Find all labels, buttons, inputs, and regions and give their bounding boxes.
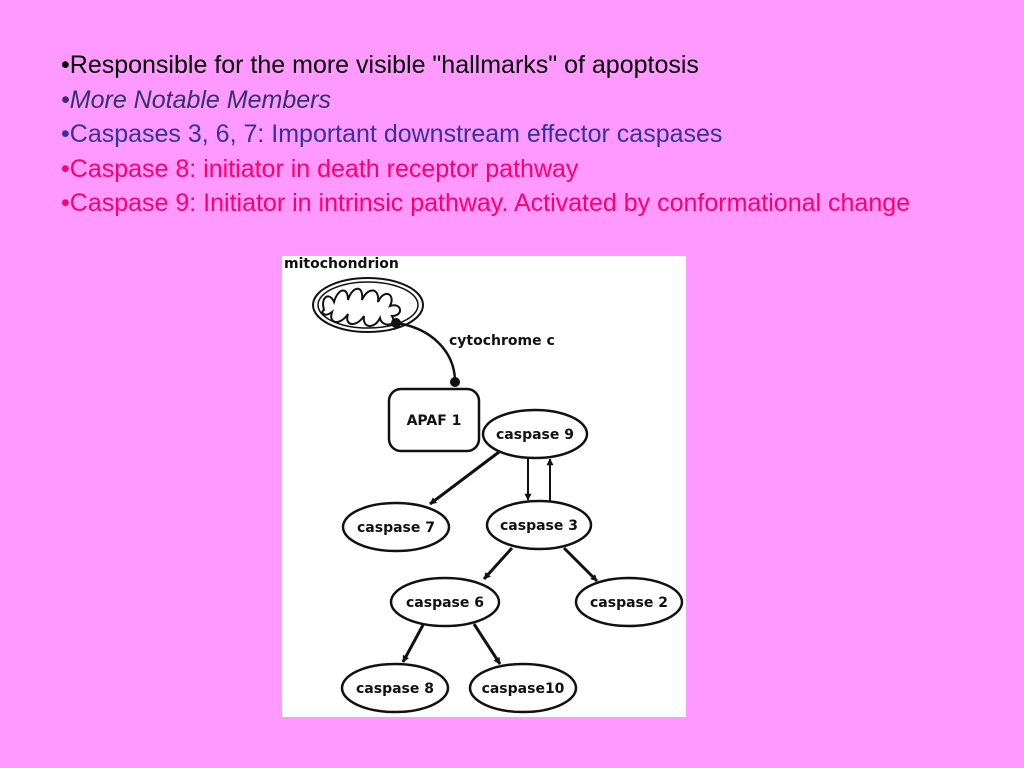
bullet-text: More Notable Members bbox=[69, 85, 331, 114]
arrow-casp6-to-casp8 bbox=[401, 624, 425, 663]
cytochrome-c-label: cytochrome c bbox=[449, 333, 555, 349]
arrow-casp9-to-casp7 bbox=[429, 450, 500, 506]
caspase-6-label: caspase 6 bbox=[406, 595, 484, 611]
bullet-marker: • bbox=[61, 189, 70, 217]
mitochondrion-label: mitochondrion bbox=[284, 256, 399, 272]
bullet-text: Caspase 9: Initiator in intrinsic pathwa… bbox=[69, 189, 911, 217]
caspase-7-label: caspase 7 bbox=[357, 520, 435, 536]
apaf1-label: APAF 1 bbox=[407, 413, 462, 429]
bullet-caspase-8: •Caspase 8: initiator in death receptor … bbox=[61, 152, 961, 187]
mitochondrion-cristae bbox=[321, 287, 401, 327]
caspase-10-label: caspase10 bbox=[482, 681, 565, 697]
bullet-list: •Responsible for the more visible "hallm… bbox=[61, 48, 961, 221]
bullet-caspases-3-6-7: •Caspases 3, 6, 7: Important downstream … bbox=[61, 117, 961, 152]
caspase-2-label: caspase 2 bbox=[590, 595, 668, 611]
cytochrome-target-dot bbox=[450, 377, 460, 387]
arrow-casp6-to-casp10 bbox=[472, 623, 502, 665]
cytochrome-arrow bbox=[395, 321, 457, 381]
bullet-caspase-9: •Caspase 9: Initiator in intrinsic pathw… bbox=[61, 186, 961, 221]
caspase-10-node bbox=[468, 662, 578, 714]
bullet-text: Responsible for the more visible "hallma… bbox=[69, 51, 699, 79]
bullet-marker: • bbox=[61, 85, 70, 114]
mitochondrion-inner-membrane bbox=[317, 281, 419, 329]
caspase-9-label: caspase 9 bbox=[496, 427, 574, 443]
arrow-casp3-to-casp2 bbox=[562, 546, 599, 583]
bullet-marker: • bbox=[61, 51, 70, 79]
caspase-9-node bbox=[481, 408, 589, 460]
diagram-svg: mitochondrion cytochrome c APAF 1 caspas… bbox=[284, 256, 684, 714]
bullet-marker: • bbox=[61, 154, 70, 183]
bullet-notable-members: •More Notable Members bbox=[61, 83, 961, 118]
caspase-3-node bbox=[485, 499, 593, 551]
caspase-2-node bbox=[574, 576, 684, 628]
caspase-3-label: caspase 3 bbox=[500, 518, 578, 534]
bullet-hallmarks: •Responsible for the more visible "hallm… bbox=[61, 48, 961, 83]
mitochondrion-outer-membrane bbox=[312, 277, 424, 333]
caspase-8-node bbox=[340, 662, 450, 714]
arrow-casp3-to-casp6 bbox=[482, 546, 514, 581]
caspase-pathway-diagram: mitochondrion cytochrome c APAF 1 caspas… bbox=[282, 256, 686, 717]
caspase-6-node bbox=[389, 576, 501, 628]
bullet-text: Caspase 8: initiator in death receptor p… bbox=[69, 154, 579, 183]
caspase-8-label: caspase 8 bbox=[356, 681, 434, 697]
bullet-text: Caspases 3, 6, 7: Important downstream e… bbox=[69, 120, 723, 148]
caspase-7-node bbox=[341, 501, 451, 553]
apaf1-node bbox=[387, 387, 481, 453]
bullet-marker: • bbox=[61, 120, 70, 148]
